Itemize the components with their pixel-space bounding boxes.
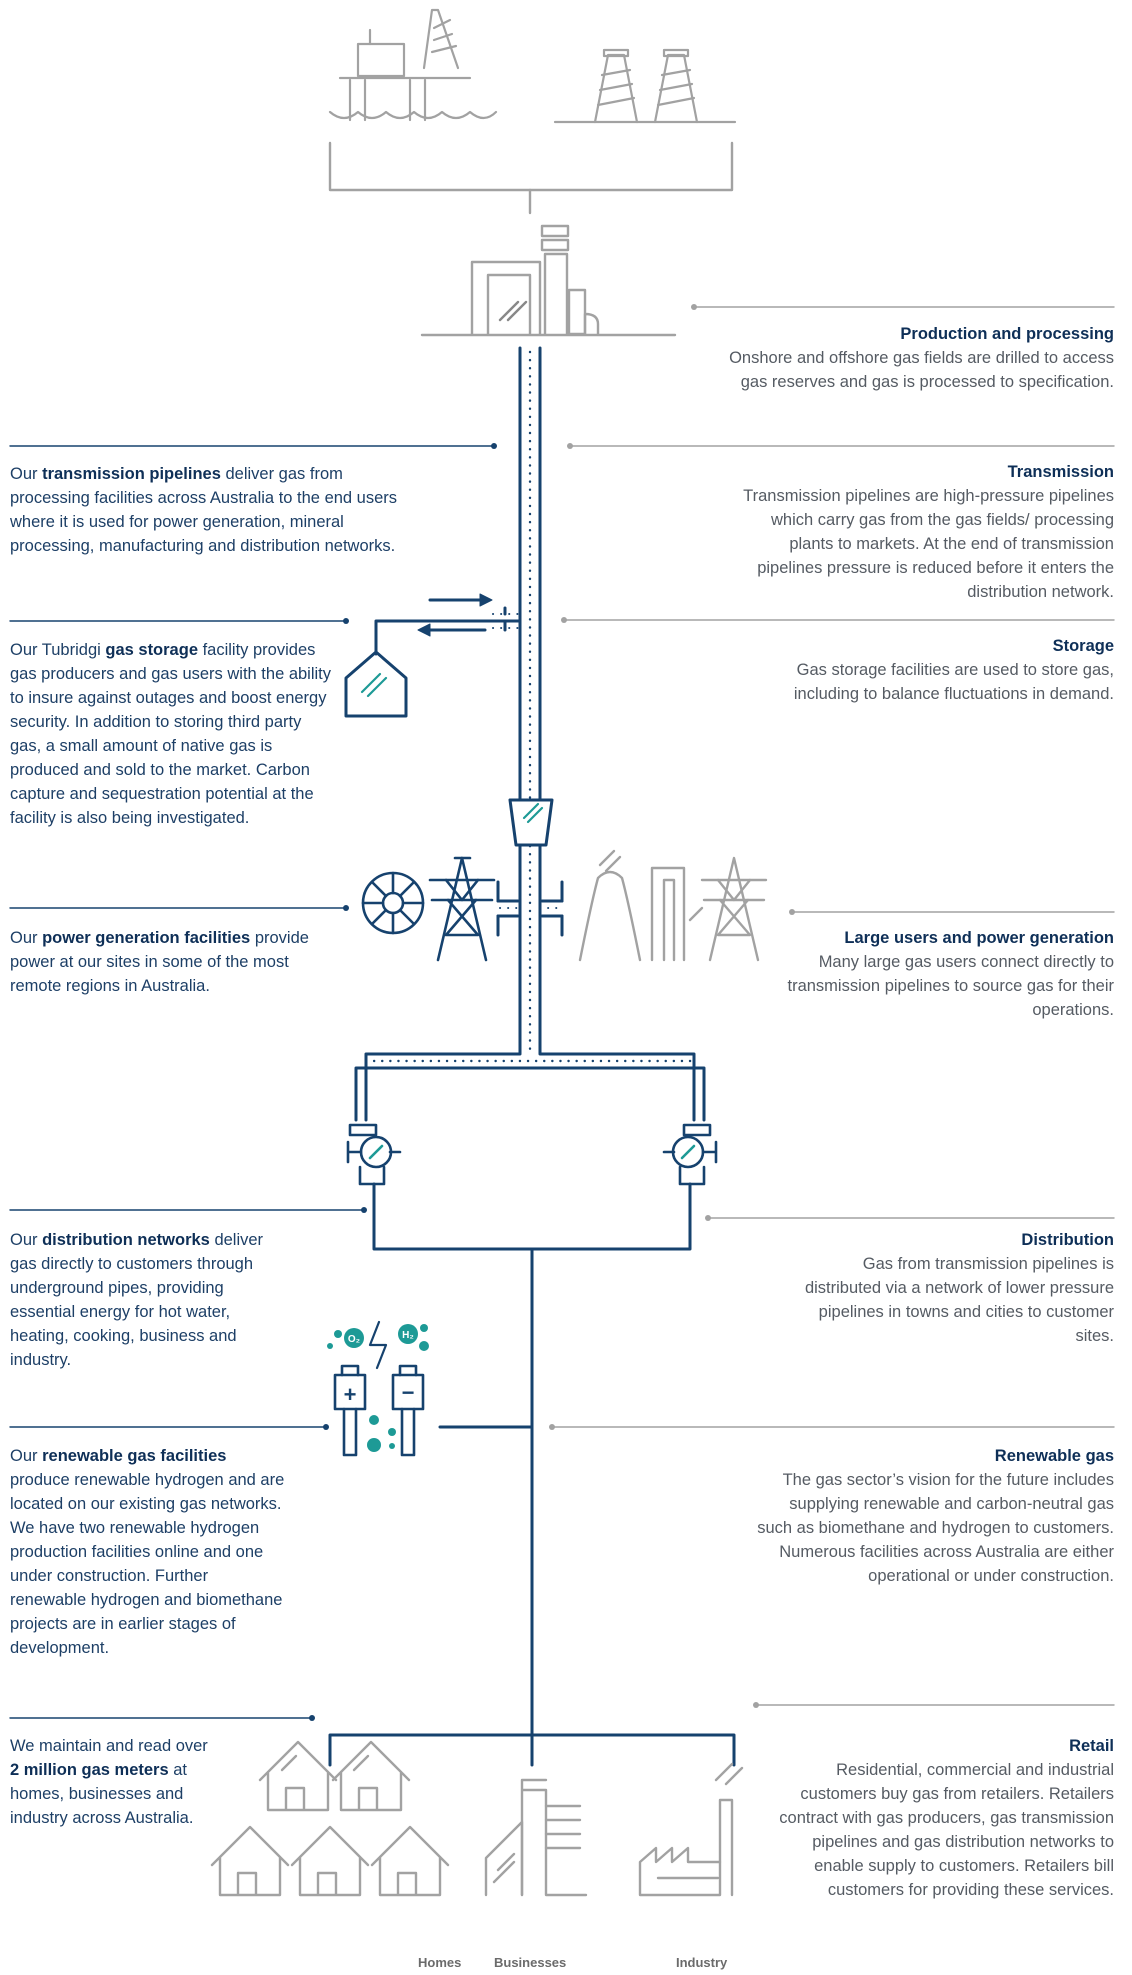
distribution-block: Distribution Gas from transmission pipel… [784, 1228, 1114, 1348]
section-title: Retail [1069, 1737, 1114, 1755]
power-note: Our power generation facilities provide … [10, 926, 320, 998]
cooling-towers-icon [578, 849, 768, 962]
note-text: provide power at our sites in some of th… [10, 929, 309, 995]
note-text: facility provides gas producers and gas … [10, 641, 332, 827]
renewable-block: Renewable gas The gas sector’s vision fo… [752, 1444, 1114, 1588]
section-body: Gas storage facilities are used to store… [793, 661, 1114, 703]
large-users-block: Large users and power generation Many la… [769, 926, 1115, 1022]
section-title: Storage [1052, 637, 1114, 655]
transmission-tower-icon [428, 856, 496, 962]
meter-right-icon [662, 1123, 718, 1186]
note-text: produce renewable hydrogen and are locat… [10, 1471, 285, 1657]
note-bold: power generation facilities [42, 929, 251, 947]
note-bold: 2 million gas meters [10, 1761, 169, 1779]
businesses-label: Businesses [494, 1955, 567, 1970]
plus-sign: + [344, 1382, 357, 1407]
homes-icon [210, 1740, 450, 1897]
note-text: Our [10, 1231, 43, 1249]
production-block: Production and processing Onshore and of… [719, 322, 1114, 394]
note-text: Our [10, 929, 43, 947]
section-body: Residential, commercial and industrial c… [779, 1761, 1114, 1899]
h2-label: H₂ [402, 1330, 414, 1341]
section-title: Renewable gas [994, 1447, 1114, 1465]
processing-plant-icon [420, 224, 677, 337]
note-text: Our [10, 1447, 43, 1465]
storage-tank-icon [344, 650, 408, 718]
retail-block: Retail Residential, commercial and indus… [779, 1734, 1114, 1902]
homes-label: Homes [418, 1955, 462, 1970]
section-body: Transmission pipelines are high-pressure… [743, 487, 1114, 601]
section-title: Production and processing [900, 325, 1114, 343]
distribution-split-pipeline [354, 1048, 706, 1122]
storage-branch [374, 593, 521, 656]
note-text: We maintain and read over [10, 1737, 208, 1755]
note-text: Our [10, 465, 43, 483]
note-text: Our Tubridgi [10, 641, 106, 659]
note-text: deliver gas from processing facilities a… [10, 465, 398, 555]
transmission-block: Transmission Transmission pipelines are … [739, 460, 1114, 604]
note-bold: gas storage [105, 641, 198, 659]
leader-dots [309, 304, 795, 1721]
field-collector-bracket [328, 141, 734, 215]
industry-icon [638, 1762, 744, 1897]
turbine-icon [361, 871, 425, 935]
transmission-note: Our transmission pipelines deliver gas f… [10, 462, 410, 558]
minus-sign: − [402, 1380, 415, 1405]
note-text: at homes, businesses and industry across… [10, 1761, 194, 1827]
storage-note: Our Tubridgi gas storage facility provid… [10, 638, 335, 830]
section-title: Distribution [1021, 1231, 1114, 1249]
onshore-rigs-icon [553, 48, 737, 124]
note-bold: distribution networks [42, 1231, 210, 1249]
section-title: Large users and power generation [844, 929, 1114, 947]
o2-label: O₂ [348, 1334, 360, 1345]
section-body: Onshore and offshore gas fields are dril… [729, 349, 1114, 391]
distribution-pipeline [328, 1182, 736, 1767]
renewable-note: Our renewable gas facilities produce ren… [10, 1444, 285, 1660]
transmission-pipeline [518, 346, 542, 1052]
storage-block: Storage Gas storage facilities are used … [729, 634, 1114, 706]
meter-left-icon [346, 1123, 402, 1186]
section-title: Transmission [1007, 463, 1114, 481]
meters-note: We maintain and read over 2 million gas … [10, 1734, 210, 1830]
regulator-icon [508, 798, 554, 847]
section-body: The gas sector’s vision for the future i… [757, 1471, 1114, 1585]
offshore-rig-icon [328, 8, 498, 122]
note-bold: renewable gas facilities [42, 1447, 227, 1465]
industry-label: Industry [676, 1955, 728, 1970]
note-text: deliver gas directly to customers throug… [10, 1231, 264, 1369]
note-bold: transmission pipelines [42, 465, 221, 483]
distribution-note: Our distribution networks deliver gas di… [10, 1228, 285, 1372]
electrolyser-icon [327, 1320, 429, 1457]
section-body: Many large gas users connect directly to… [787, 953, 1115, 1019]
businesses-icon [484, 1778, 588, 1897]
section-body: Gas from transmission pipelines is distr… [804, 1255, 1114, 1345]
leader-lines [9, 306, 1115, 1719]
power-branch [496, 880, 564, 937]
